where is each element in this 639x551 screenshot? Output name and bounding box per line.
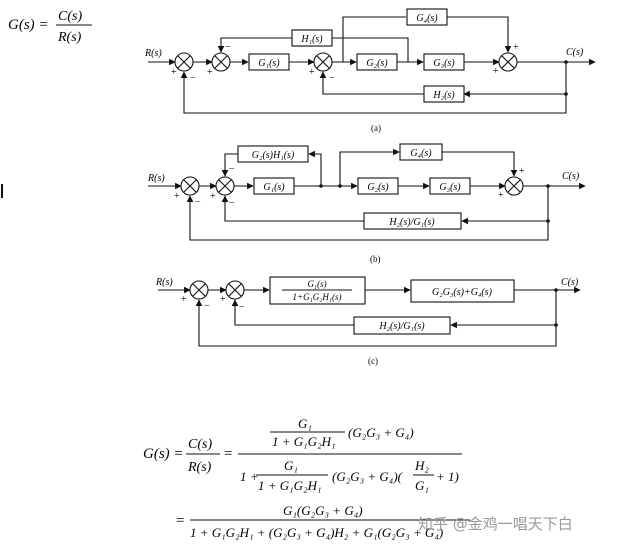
result-t1-num: G₁ xyxy=(298,416,312,431)
a-sum-junction-1-cross xyxy=(177,55,191,69)
svg-text:−: − xyxy=(190,73,196,84)
svg-text:+: + xyxy=(210,191,216,202)
a-input-label: R(s) xyxy=(144,48,162,59)
a-block-h1-label: H₁(s) xyxy=(300,34,323,45)
result-d-close: + 1) xyxy=(436,469,459,484)
svg-text:=: = xyxy=(224,446,232,462)
svg-text:+: + xyxy=(207,67,213,78)
result-d-num: G₁ xyxy=(284,458,298,473)
result-d-rest: (G₂G₃ + G₄)( xyxy=(332,469,403,484)
svg-text:−: − xyxy=(329,73,335,84)
svg-text:+: + xyxy=(220,294,226,305)
svg-text:−: − xyxy=(229,164,235,175)
result-d-one: 1 + xyxy=(240,469,259,484)
c-block-gsum-label: G₂G₃(s)+G₄(s) xyxy=(432,287,493,298)
svg-text:+: + xyxy=(309,67,315,78)
a-output-label: C(s) xyxy=(566,47,584,58)
result-d-den: 1 + G₁G₂H₁ xyxy=(258,478,322,493)
b-output-label: C(s) xyxy=(562,171,580,182)
c-block-forward-num: G₁(s) xyxy=(307,279,326,289)
result-d-h2: H₂ xyxy=(414,458,429,473)
definition-denominator: R(s) xyxy=(57,30,82,45)
c-input-label: R(s) xyxy=(155,277,173,288)
svg-text:−: − xyxy=(204,301,210,312)
result-t1-rest: (G₂G₃ + G₄) xyxy=(348,425,414,440)
svg-text:+: + xyxy=(498,190,504,201)
b-block-g2-label: G₂(s) xyxy=(367,182,389,193)
svg-text:=: = xyxy=(176,513,184,529)
diagram-b: R(s) G₁(s) G₂(s) G₃(s) C(s) G₂(s)H₁(s) G… xyxy=(147,143,586,264)
definition-numerator: C(s) xyxy=(58,9,82,24)
b-input-label: R(s) xyxy=(147,173,165,184)
result-lhs: G(s) = xyxy=(143,446,184,462)
b-block-g1-label: G₁(s) xyxy=(263,182,285,193)
definition-formula: G(s) = C(s) R(s) xyxy=(8,9,92,45)
diagram-a: R(s) G₁(s) G₂(s) G₃(s) C(s) G₄(s) H₁(s) xyxy=(144,8,596,133)
a-block-g3-label: G₃(s) xyxy=(433,58,455,69)
svg-text:+: + xyxy=(174,191,180,202)
c-block-h2g1-label: H₂(s)/G₁(s) xyxy=(378,321,425,332)
svg-text:−: − xyxy=(229,198,235,209)
watermark: 知乎 @金鸡一唱天下白 xyxy=(418,515,573,533)
caption-b: (b) xyxy=(370,254,381,264)
diagram-c: R(s) G₁(s) 1+G₁G₂H₁(s) G₂G₃(s)+G₄(s) C(s… xyxy=(155,276,581,366)
b-block-h2g1-label: H₂(s)/G₁(s) xyxy=(388,217,435,228)
result-t1-den: 1 + G₁G₂H₁ xyxy=(272,434,336,449)
a-block-g2-label: G₂(s) xyxy=(366,58,388,69)
result-d-g1: G₁ xyxy=(415,478,429,493)
result-final-den: 1 + G₁G₂H₁ + (G₂G₃ + G₄)H₂ + G₁(G₂G₃ + G… xyxy=(190,525,443,540)
c-block-gsum xyxy=(410,279,515,303)
result-formula: G(s) = C(s) R(s) = G₁ 1 + G₁G₂H₁ (G₂G₃ +… xyxy=(143,416,470,540)
caption-c: (c) xyxy=(368,356,378,366)
b-block-g4-label: G₄(s) xyxy=(410,148,432,159)
b-block-g3-label: G₃(s) xyxy=(439,182,461,193)
svg-text:+: + xyxy=(513,42,519,53)
svg-text:+: + xyxy=(181,294,187,305)
result-final-num: G₁(G₂G₃ + G₄) xyxy=(283,503,363,518)
svg-text:+: + xyxy=(519,166,525,177)
svg-text:+: + xyxy=(171,67,177,78)
svg-text:+: + xyxy=(493,66,499,77)
c-output-label: C(s) xyxy=(561,277,579,288)
a-block-g4-label: G₄(s) xyxy=(416,13,438,24)
b-block-g2h1-label: G₂(s)H₁(s) xyxy=(252,150,295,161)
a-block-h2-label: H₂(s) xyxy=(432,90,455,101)
svg-text:−: − xyxy=(225,42,231,53)
svg-text:−: − xyxy=(195,197,201,208)
result-ratio-num: C(s) xyxy=(188,437,212,452)
a-block-g1-label: G₁(s) xyxy=(258,58,280,69)
caption-a: (a) xyxy=(371,123,381,133)
result-ratio-den: R(s) xyxy=(187,460,212,475)
definition-lhs: G(s) = xyxy=(8,17,49,33)
c-block-forward-den: 1+G₁G₂H₁(s) xyxy=(293,292,342,302)
svg-text:−: − xyxy=(239,302,245,313)
